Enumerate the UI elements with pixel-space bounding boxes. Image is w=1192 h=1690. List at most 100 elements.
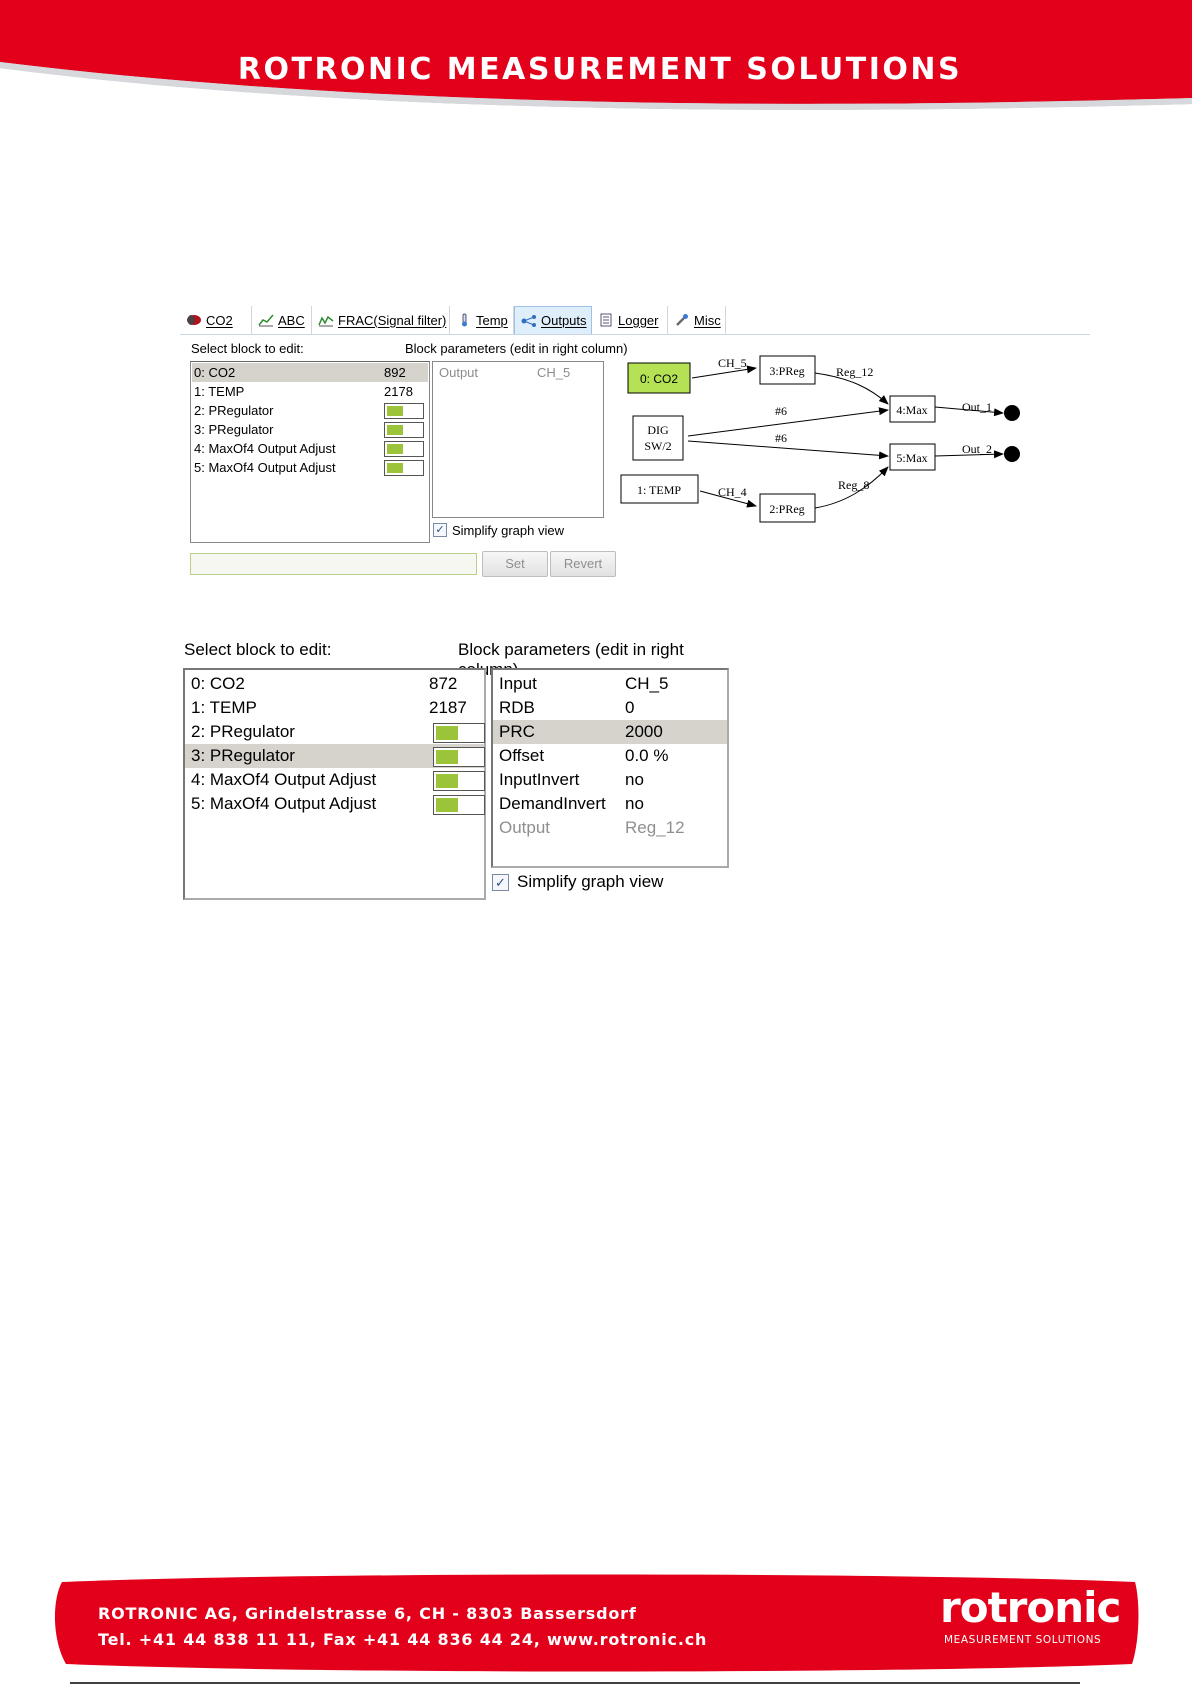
set-button[interactable]: Set [482,551,548,577]
footer-contact: Tel. +41 44 838 11 11, Fax +41 44 836 44… [98,1630,708,1649]
node-label: 4:Max [896,403,927,417]
edge-label: Out_2 [962,442,992,456]
graph-node-preg2[interactable] [759,493,816,523]
tab-misc[interactable]: Misc [668,306,726,334]
block-name: 5: MaxOf4 Output Adjust [191,794,377,813]
simplify-label: Simplify graph view [452,523,564,538]
simplify-checkbox[interactable]: ✓ [492,874,509,891]
list-item[interactable]: 3: PRegulator [185,744,485,768]
enable-switch[interactable] [433,723,485,743]
tab-temp[interactable]: Temp [450,306,514,334]
tab-frac[interactable]: FRAC(Signal filter) [312,306,450,334]
list-item[interactable]: 2: PRegulator [185,720,485,744]
param-row[interactable]: Input CH_5 [493,672,727,696]
list-item[interactable]: 5: MaxOf4 Output Adjust [192,458,428,477]
list-item[interactable]: 2: PRegulator [192,401,428,420]
tab-label: Temp [476,312,508,328]
outputs-icon [521,314,537,328]
list-item[interactable]: 1: TEMP 2187 [185,696,484,720]
list-item[interactable]: 0: CO2 892 [192,363,428,382]
block-value: 892 [384,365,406,380]
graph-node-max5[interactable] [889,443,936,471]
edge-reg12 [814,372,889,405]
output-terminal-1 [1004,405,1020,421]
edge-label: Reg_8 [838,478,869,492]
tab-logger[interactable]: Logger [592,306,668,334]
graph-node-temp[interactable] [620,474,699,504]
node-label: 0: CO2 [640,372,678,386]
list-item[interactable]: 4: MaxOf4 Output Adjust [185,768,485,792]
co2-pill-icon [186,313,202,327]
block-value: 2187 [429,698,467,717]
select-block-label: Select block to edit: [191,341,304,356]
logo-subtitle: MEASUREMENT SOLUTIONS [944,1634,1102,1646]
node-label: 5:Max [896,451,927,465]
line-chart-icon [318,313,334,327]
graph-node-preg3[interactable] [759,355,816,385]
wrench-icon [674,313,690,327]
edge-label: Reg_12 [836,365,873,379]
tab-label: Misc [694,312,721,328]
block-name: 2: PRegulator [194,403,274,418]
block-list[interactable]: 0: CO2 872 1: TEMP 2187 2: PRegulator 3:… [183,668,486,900]
enable-switch[interactable] [433,795,485,815]
param-key: Offset [499,746,545,765]
param-row[interactable]: DemandInvert no [493,792,727,816]
param-value: CH_5 [537,365,571,380]
enable-switch[interactable] [384,422,424,438]
param-row[interactable]: RDB 0 [493,696,727,720]
block-name: 4: MaxOf4 Output Adjust [194,441,336,456]
list-item[interactable]: 5: MaxOf4 Output Adjust [185,792,485,816]
edge-h6b [687,440,889,460]
node-label: 1: TEMP [637,483,681,497]
enable-switch[interactable] [384,460,424,476]
footer-address: ROTRONIC AG, Grindelstrasse 6, CH - 8303… [98,1604,637,1623]
node-label: 3:PReg [769,364,804,378]
block-name: 2: PRegulator [191,722,295,741]
simplify-checkbox[interactable]: ✓ [433,523,447,537]
enable-switch[interactable] [433,771,485,791]
pregulator-screenshot: Select block to edit: Block parameters (… [178,634,729,900]
graph-node-dig[interactable] [632,415,684,461]
block-name: 0: CO2 [191,674,245,693]
enable-switch[interactable] [433,747,485,767]
block-graph: 0: CO2 3:PReg DIG SW/2 1: TEMP 2:PReg 4:… [620,355,1020,523]
list-item[interactable]: 1: TEMP 2178 [192,382,428,401]
tab-label: FRAC(Signal filter) [338,312,447,328]
edge-label: #6 [775,431,787,445]
value-input[interactable] [190,553,477,575]
graph-node-max4[interactable] [889,395,936,423]
block-name: 1: TEMP [191,698,257,717]
list-item[interactable]: 3: PRegulator [192,420,428,439]
outputs-screenshot: CO2 ABC FRAC(Signal filter) Temp Outputs… [180,298,1090,580]
block-value: 872 [429,674,458,693]
param-row[interactable]: InputInvert no [493,768,727,792]
header-swoosh [0,0,1192,110]
tab-co2[interactable]: CO2 [180,306,252,334]
block-name: 4: MaxOf4 Output Adjust [191,770,377,789]
param-value: 0 [625,698,635,717]
block-name: 3: PRegulator [194,422,274,437]
list-item[interactable]: 4: MaxOf4 Output Adjust [192,439,428,458]
tab-outputs[interactable]: Outputs [514,306,592,334]
graph-node-co2[interactable] [627,362,691,394]
edge-out2 [934,450,1004,459]
block-list[interactable]: 0: CO2 892 1: TEMP 2178 2: PRegulator 3:… [190,361,430,543]
param-value: CH_5 [625,674,669,693]
node-label: SW/2 [644,439,671,453]
simplify-label: Simplify graph view [517,872,664,891]
block-params-table[interactable]: Output CH_5 [432,361,604,518]
block-name: 0: CO2 [194,365,236,380]
enable-switch[interactable] [384,441,424,457]
revert-button[interactable]: Revert [550,551,616,577]
header-title: ROTRONIC MEASUREMENT SOLUTIONS [237,52,963,87]
param-row[interactable]: PRC 2000 [493,720,727,744]
enable-switch[interactable] [384,403,424,419]
node-label: 2:PReg [769,502,804,516]
edge-h6a [687,407,889,437]
list-item[interactable]: 0: CO2 872 [185,672,484,696]
param-row[interactable]: Offset 0.0 % [493,744,727,768]
edge-ch5 [691,365,757,379]
block-params-table[interactable]: Input CH_5 RDB 0 PRC 2000 Offset 0.0 % I… [491,668,729,868]
tab-abc[interactable]: ABC [252,306,312,334]
